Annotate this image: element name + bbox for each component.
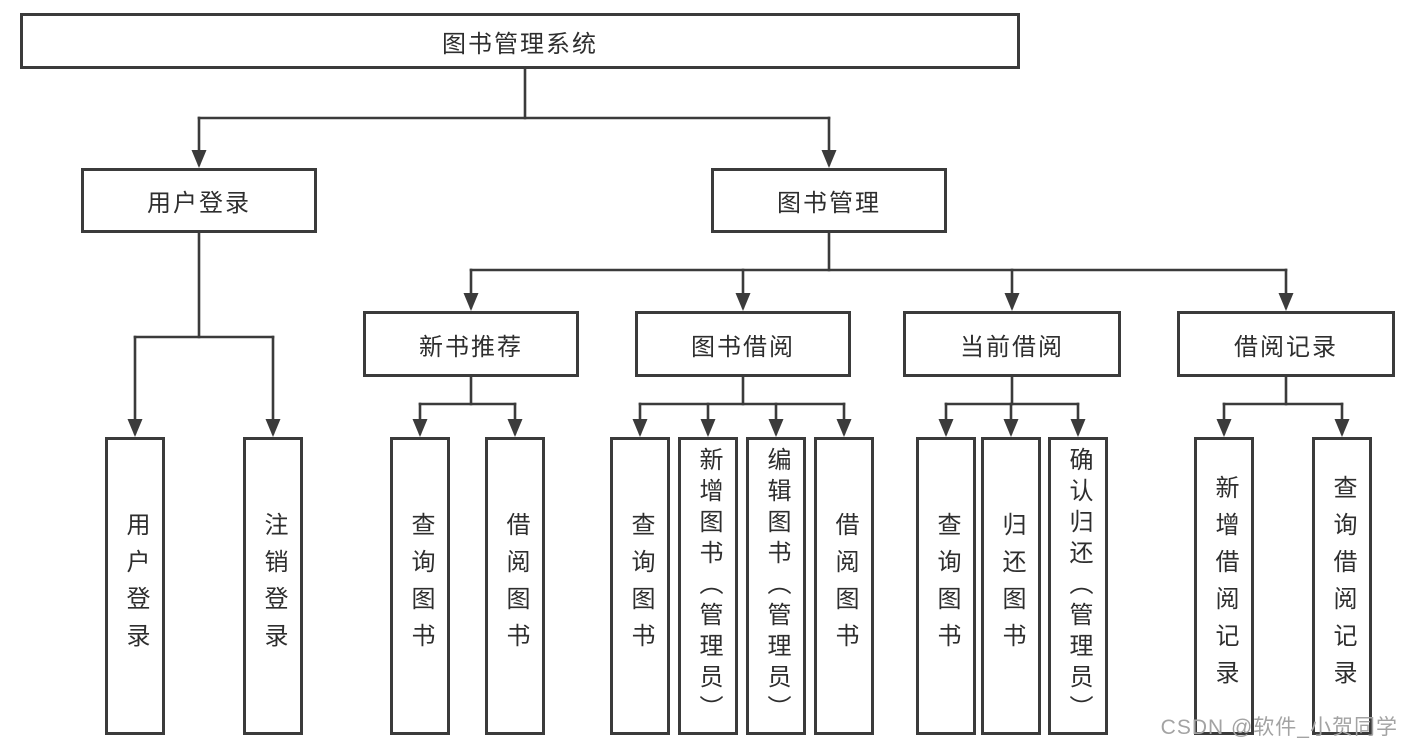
arrowhead-down-icon	[507, 419, 523, 437]
node-label-records-query-record: 查询借阅记录	[1329, 475, 1356, 697]
arrowhead-down-icon	[191, 150, 207, 168]
arrowhead-down-icon	[1004, 293, 1020, 311]
node-recommend-query-books: 查询图书	[390, 437, 450, 735]
arrowhead-down-icon	[1278, 293, 1294, 311]
arrowhead-down-icon	[1070, 419, 1086, 437]
node-borrow-records: 借阅记录	[1177, 311, 1395, 377]
node-book-management: 图书管理	[711, 168, 947, 233]
node-borrow-edit-books: 编辑图书（管理员）	[746, 437, 806, 735]
node-book-borrow: 图书借阅	[635, 311, 851, 377]
node-new-book-recommend: 新书推荐	[363, 311, 579, 377]
node-current-return-books: 归还图书	[981, 437, 1041, 735]
node-label-recommend-query-books: 查询图书	[407, 512, 434, 660]
arrowhead-down-icon	[836, 419, 852, 437]
node-borrow-borrow-books: 借阅图书	[814, 437, 874, 735]
node-label-borrow-edit-books: 编辑图书（管理员）	[763, 446, 790, 726]
node-label-root: 图书管理系统	[442, 30, 598, 58]
node-borrow-add-books: 新增图书（管理员）	[678, 437, 738, 735]
node-records-query-record: 查询借阅记录	[1312, 437, 1372, 735]
node-current-query-books: 查询图书	[916, 437, 976, 735]
arrowhead-down-icon	[768, 419, 784, 437]
node-root: 图书管理系统	[20, 13, 1020, 69]
arrowhead-down-icon	[700, 419, 716, 437]
node-label-user-login: 用户登录	[147, 190, 251, 217]
arrowhead-down-icon	[463, 293, 479, 311]
arrowhead-down-icon	[735, 293, 751, 311]
node-current-borrow: 当前借阅	[903, 311, 1121, 377]
arrowhead-down-icon	[938, 419, 954, 437]
arrowhead-down-icon	[1003, 419, 1019, 437]
node-label-borrow-borrow-books: 借阅图书	[831, 512, 858, 660]
node-label-book-borrow: 图书借阅	[691, 333, 795, 361]
node-label-user-login-action: 用户登录	[122, 512, 149, 660]
node-label-current-confirm-return: 确认归还（管理员）	[1065, 446, 1092, 726]
node-user-login: 用户登录	[81, 168, 317, 233]
node-label-borrow-query-books: 查询图书	[627, 512, 654, 660]
node-label-book-management: 图书管理	[777, 190, 881, 217]
node-records-add-record: 新增借阅记录	[1194, 437, 1254, 735]
arrowhead-down-icon	[412, 419, 428, 437]
node-label-records-add-record: 新增借阅记录	[1211, 475, 1238, 697]
node-label-current-return-books: 归还图书	[998, 512, 1025, 660]
node-label-new-book-recommend: 新书推荐	[419, 333, 523, 361]
node-recommend-borrow-books: 借阅图书	[485, 437, 545, 735]
node-label-current-borrow: 当前借阅	[960, 333, 1064, 361]
node-label-recommend-borrow-books: 借阅图书	[502, 512, 529, 660]
node-label-borrow-records: 借阅记录	[1234, 333, 1338, 361]
arrowhead-down-icon	[632, 419, 648, 437]
arrowhead-down-icon	[821, 150, 837, 168]
node-borrow-query-books: 查询图书	[610, 437, 670, 735]
arrowhead-down-icon	[1216, 419, 1232, 437]
node-label-logout-action: 注销登录	[260, 512, 287, 660]
node-current-confirm-return: 确认归还（管理员）	[1048, 437, 1108, 735]
node-user-login-action: 用户登录	[105, 437, 165, 735]
node-label-current-query-books: 查询图书	[933, 512, 960, 660]
node-logout-action: 注销登录	[243, 437, 303, 735]
arrowhead-down-icon	[265, 419, 281, 437]
arrowhead-down-icon	[127, 419, 143, 437]
arrowhead-down-icon	[1334, 419, 1350, 437]
node-label-borrow-add-books: 新增图书（管理员）	[695, 446, 722, 726]
